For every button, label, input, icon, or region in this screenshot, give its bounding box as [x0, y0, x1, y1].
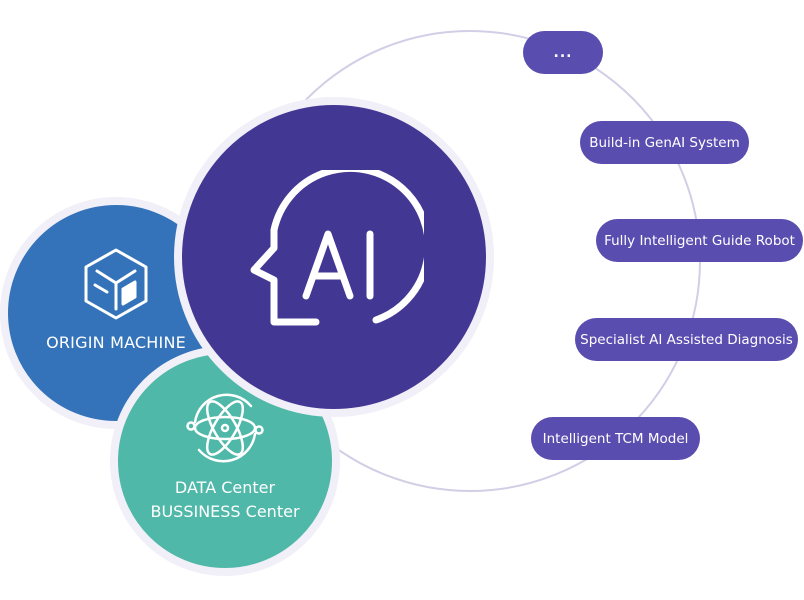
- data-center-label: DATA Center: [174, 478, 276, 497]
- atom-icon: [177, 388, 273, 472]
- feature-guide-robot[interactable]: Fully Intelligent Guide Robot: [596, 219, 803, 262]
- ai-head-icon: [244, 164, 432, 344]
- business-center-label: BUSSINESS Center: [150, 502, 300, 521]
- origin-machine-label: ORIGIN MACHINE: [46, 332, 186, 352]
- ai-core-node[interactable]: [174, 97, 494, 417]
- cube-icon: [83, 247, 149, 325]
- more-features-button[interactable]: ...: [523, 31, 603, 74]
- feature-ai-diagnosis[interactable]: Specialist AI Assisted Diagnosis: [575, 318, 798, 361]
- feature-genai-system[interactable]: Build-in GenAI System: [580, 121, 749, 164]
- feature-tcm-model[interactable]: Intelligent TCM Model: [531, 417, 700, 460]
